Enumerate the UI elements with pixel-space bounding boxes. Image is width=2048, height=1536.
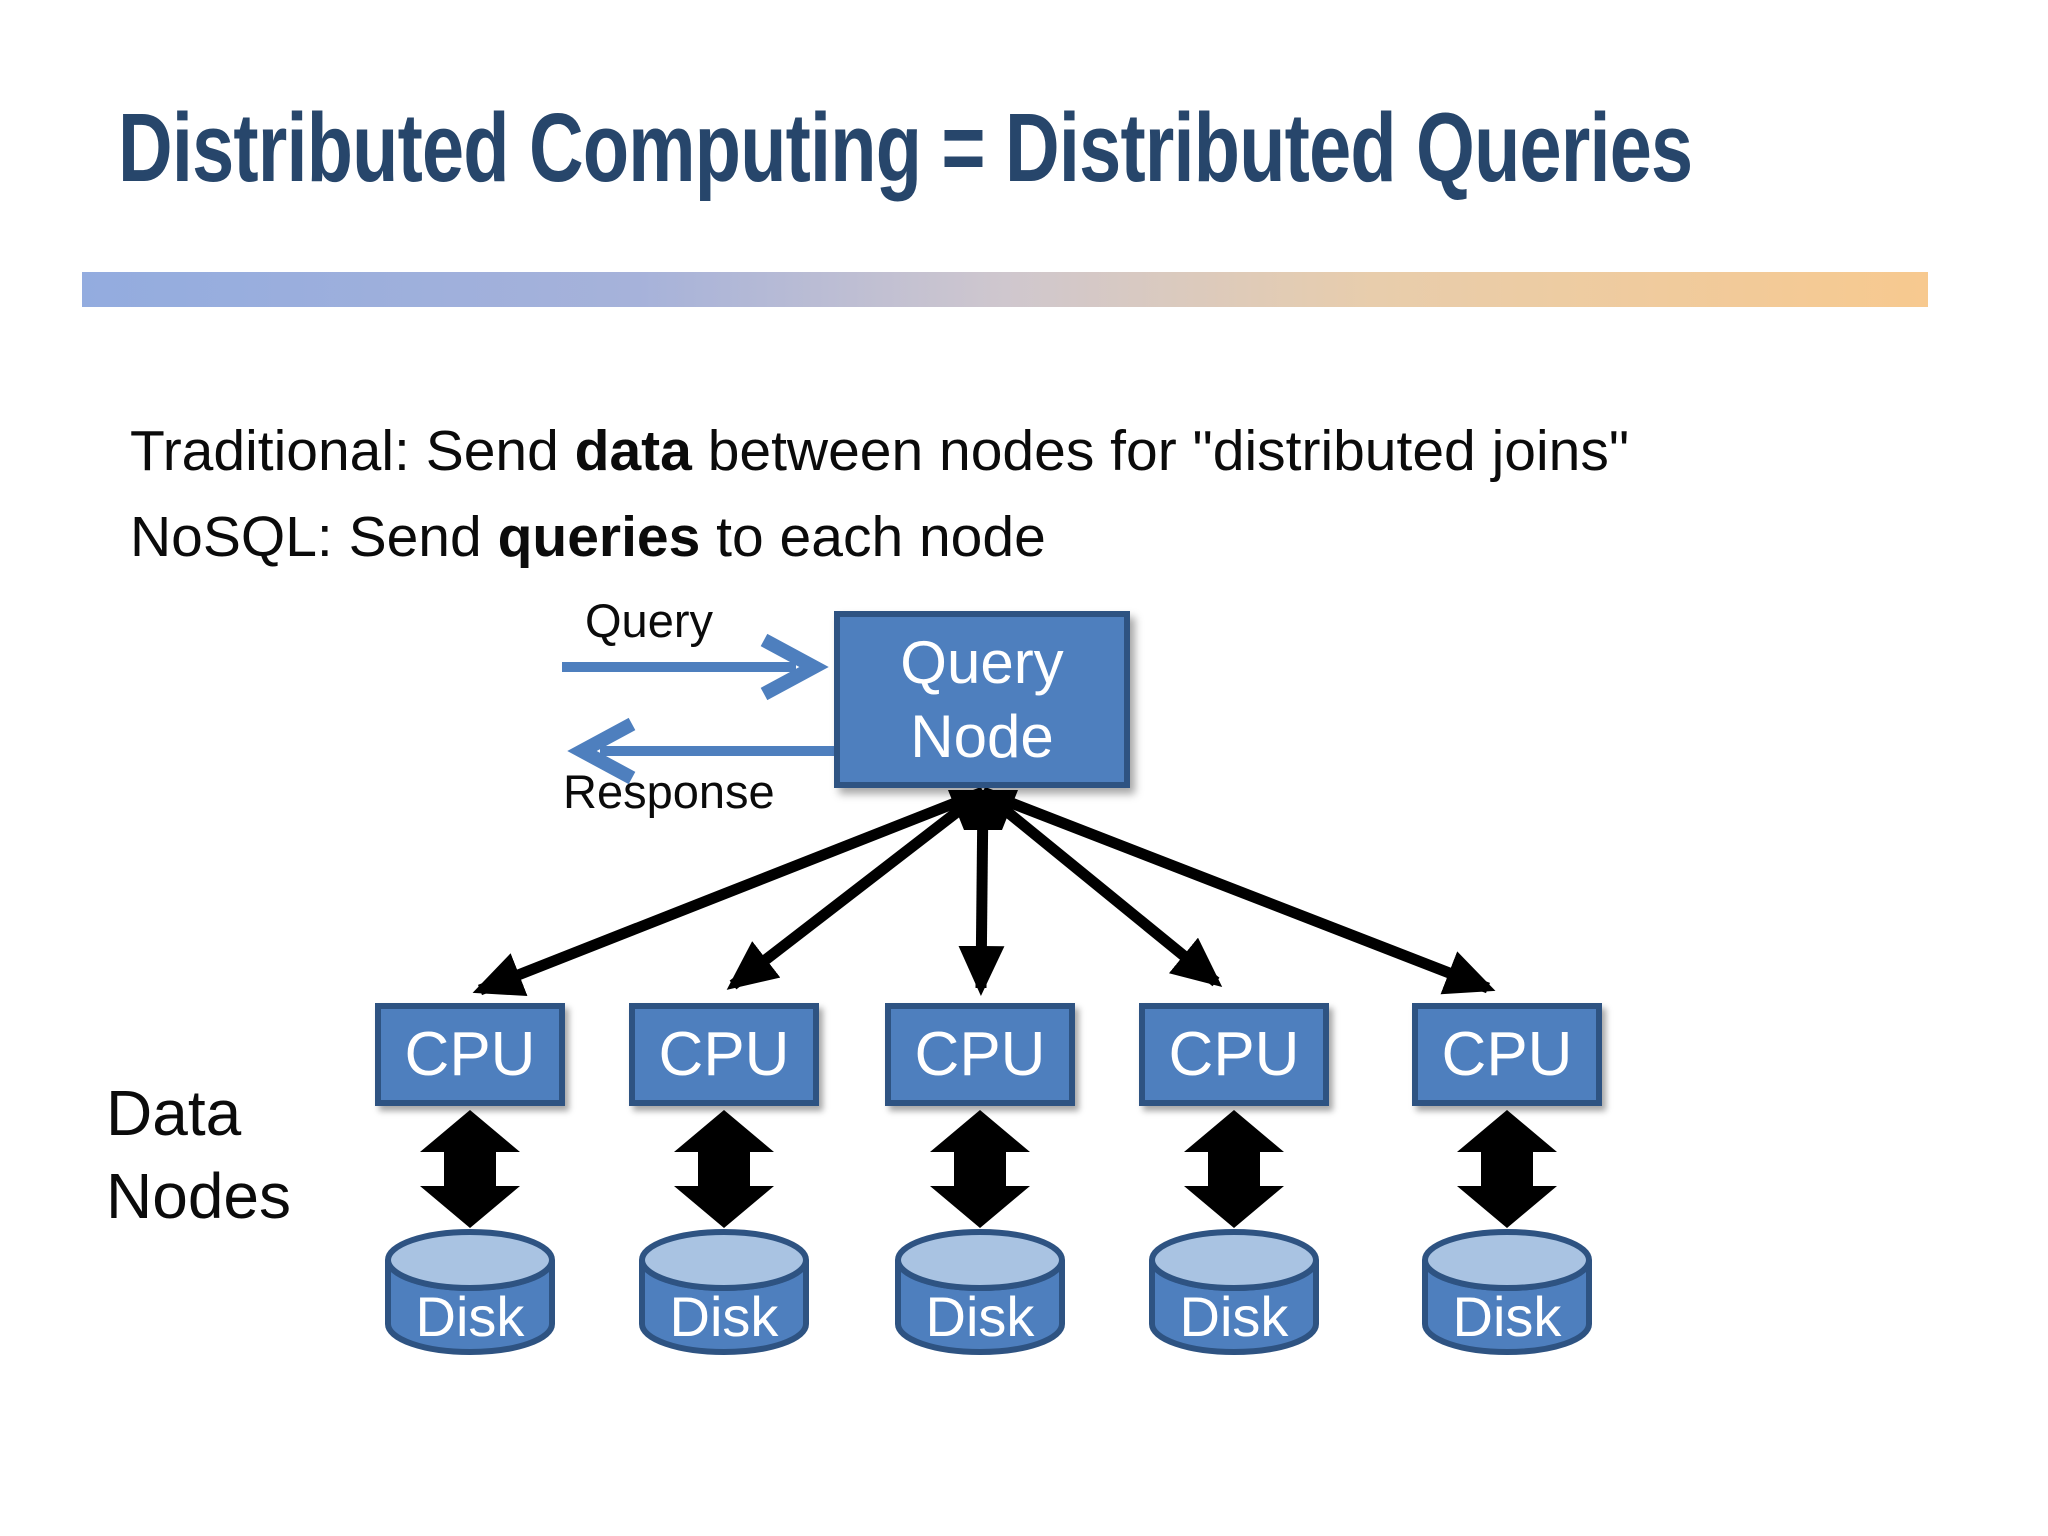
disk-node-2: Disk xyxy=(636,1226,812,1358)
disk-cylinder-icon xyxy=(895,1229,1065,1355)
disk-node-4: Disk xyxy=(1146,1226,1322,1358)
disk-label: Disk xyxy=(925,1285,1035,1348)
cpu-label: CPU xyxy=(1168,1020,1300,1089)
disk-label: Disk xyxy=(1179,1285,1289,1348)
cpu-label: CPU xyxy=(914,1020,1046,1089)
query-node: Query Node xyxy=(834,611,1130,788)
body-text-line-nosql: NoSQL: Send queries to each node xyxy=(130,505,1046,569)
cpu-node-2: CPU xyxy=(629,1003,819,1106)
disk-label: Disk xyxy=(1452,1285,1562,1348)
cpu-label: CPU xyxy=(1441,1020,1573,1089)
data-nodes-label: Data Nodes xyxy=(106,1072,291,1238)
data-nodes-label-line2: Nodes xyxy=(106,1160,291,1232)
query-arrow-icon xyxy=(562,633,829,701)
disk-cylinder-icon xyxy=(1422,1229,1592,1355)
query-node-label-line2: Node xyxy=(910,702,1054,770)
disk-cylinder-icon xyxy=(385,1229,555,1355)
cpu-disk-double-arrows-icon xyxy=(420,1110,1557,1228)
cpu-node-3: CPU xyxy=(885,1003,1075,1106)
query-arrow-label: Query xyxy=(585,594,713,647)
accent-divider xyxy=(82,272,1928,307)
cpu-node-5: CPU xyxy=(1412,1003,1602,1106)
disk-cylinder-icon xyxy=(1149,1229,1319,1355)
response-arrow-label: Response xyxy=(563,765,775,818)
disk-label: Disk xyxy=(669,1285,779,1348)
page-title: Distributed Computing = Distributed Quer… xyxy=(118,93,1693,202)
data-nodes-label-line1: Data xyxy=(106,1077,242,1149)
disk-label: Disk xyxy=(415,1285,525,1348)
cpu-node-4: CPU xyxy=(1139,1003,1329,1106)
query-node-label-line1: Query xyxy=(900,628,1064,696)
body-text-line-traditional: Traditional: Send data between nodes for… xyxy=(130,419,1630,483)
cpu-label: CPU xyxy=(404,1020,536,1089)
body-text: Traditional: Send data between nodes for… xyxy=(130,408,1629,580)
disk-node-5: Disk xyxy=(1419,1226,1595,1358)
cpu-node-1: CPU xyxy=(375,1003,565,1106)
fanout-arrows-icon xyxy=(472,786,1496,997)
cpu-label: CPU xyxy=(658,1020,790,1089)
disk-node-1: Disk xyxy=(382,1226,558,1358)
disk-node-3: Disk xyxy=(892,1226,1068,1358)
disk-cylinder-icon xyxy=(639,1229,809,1355)
